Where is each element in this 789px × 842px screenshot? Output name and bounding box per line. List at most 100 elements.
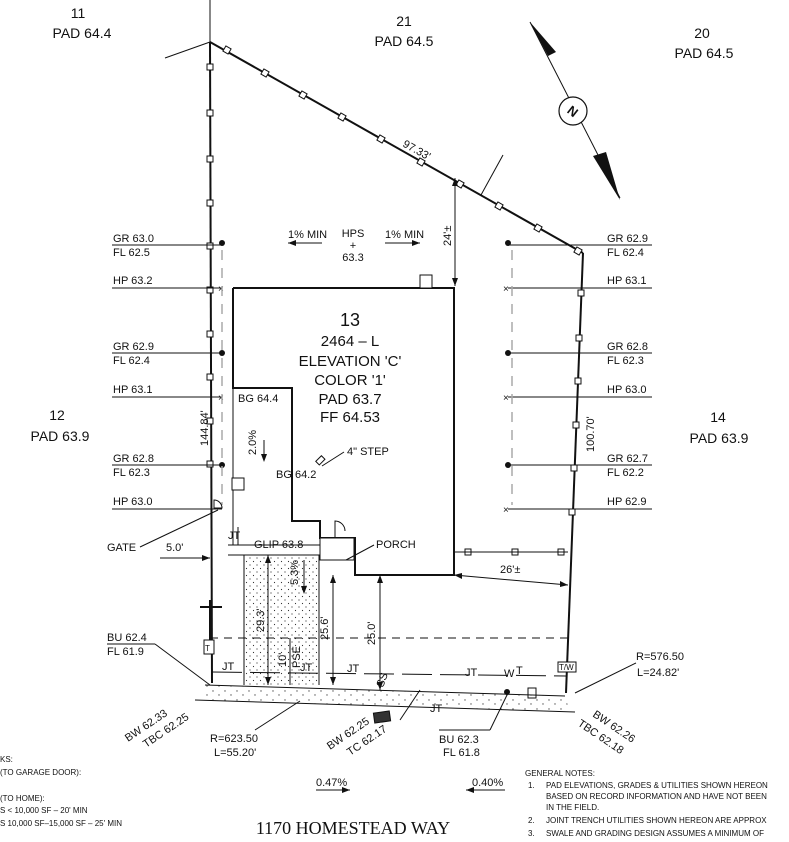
garage-depth: 25.0': [366, 621, 378, 645]
bg-high: BG 64.4: [238, 393, 278, 405]
lot-20-number: 20: [694, 25, 710, 41]
jt-label: JT: [228, 530, 241, 542]
svg-text:×: ×: [218, 393, 224, 404]
svg-text:IN THE FIELD.: IN THE FIELD.: [546, 803, 599, 812]
utility-box-right-label: T/W: [559, 663, 574, 672]
right-hp-2: HP 63.0: [607, 384, 647, 396]
left-gr-1: GR 63.0: [113, 233, 154, 245]
lot-11-pad: PAD 64.4: [53, 25, 112, 41]
curve-left-radius: R=623.50: [210, 733, 258, 745]
fl-mid: FL 61.8: [443, 747, 480, 759]
dim-right-property-line: 100.70': [585, 416, 597, 452]
lot-14-pad: PAD 63.9: [690, 430, 749, 446]
left-fl-3: FL 62.3: [113, 467, 150, 479]
side-setback-dim: 26'±: [500, 564, 520, 576]
left-fl-2: FL 62.4: [113, 355, 150, 367]
gate-swing: [213, 499, 223, 509]
utility-box-right: [557, 661, 577, 673]
house-pad: PAD 63.7: [318, 391, 381, 408]
right-fl-3: FL 62.2: [607, 467, 644, 479]
right-fl-1: FL 62.4: [607, 247, 644, 259]
street-slope-right: 0.40%: [472, 777, 503, 789]
right-hp-3: HP 62.9: [607, 496, 647, 508]
svg-text:(TO GARAGE DOOR):: (TO GARAGE DOOR):: [0, 768, 81, 777]
right-fl-2: FL 62.3: [607, 355, 644, 367]
chimney-box: [419, 274, 433, 289]
svg-text:3.: 3.: [528, 829, 535, 838]
svg-text:KS:: KS:: [0, 755, 13, 764]
svg-text:S 10,000 SF–15,000 SF – 25' MI: S 10,000 SF–15,000 SF – 25' MIN: [0, 819, 122, 828]
street-slope-left: 0.47%: [316, 777, 347, 789]
lot-12-number: 12: [49, 407, 65, 423]
fence-markers: [206, 45, 585, 556]
curve-right-radius: R=576.50: [636, 651, 684, 663]
north-arrow-tail: [593, 152, 620, 200]
lot-11-number: 11: [71, 5, 86, 21]
sewer-label: SS: [375, 671, 391, 689]
porch-depth: 25.6': [319, 616, 331, 640]
side-gate-box: [231, 477, 245, 491]
lot-20-pad: PAD 64.5: [675, 45, 734, 61]
left-grade-callouts: GR 63.0 FL 62.5 HP 63.2 GR 62.9 FL 62.4 …: [112, 233, 225, 510]
right-gr-2: GR 62.8: [607, 341, 648, 353]
left-hp-3: HP 63.0: [113, 496, 153, 508]
porch-label: PORCH: [376, 539, 416, 551]
bg-low: BG 64.2: [276, 469, 316, 481]
drainage-min-left: 1% MIN: [288, 229, 327, 241]
gate-label: GATE: [107, 542, 136, 554]
svg-text:GENERAL NOTES:: GENERAL NOTES:: [525, 769, 595, 778]
side-yard-dim: 29.3': [255, 608, 267, 632]
elevation: ELEVATION 'C': [299, 353, 402, 370]
svg-text:W: W: [504, 668, 515, 680]
svg-text:T: T: [516, 665, 523, 677]
lot-14-number: 14: [710, 409, 726, 425]
catch-basin: [372, 710, 392, 724]
lot-12-pad: PAD 63.9: [31, 428, 90, 444]
joint-trench-line: [211, 671, 567, 677]
lot-21-pad: PAD 64.5: [375, 33, 434, 49]
side-yard-hatch: [244, 555, 319, 685]
svg-text:S < 10,000 SF – 20' MIN: S < 10,000 SF – 20' MIN: [0, 806, 88, 815]
north-arrow: N: [529, 21, 621, 200]
curve-left-length: L=55.20': [214, 747, 256, 759]
fl-left: FL 61.9: [107, 646, 144, 658]
lot-line-lot21-20: [480, 154, 504, 196]
left-gr-2: GR 62.9: [113, 341, 154, 353]
drainage-min-right: 1% MIN: [385, 229, 424, 241]
north-arrow-head: [530, 22, 556, 56]
right-hp-1: HP 63.1: [607, 275, 647, 287]
hps-value: 63.3: [342, 252, 363, 264]
right-gr-1: GR 62.9: [607, 233, 648, 245]
pse-label: PSE: [291, 646, 303, 668]
pse-width: 10': [277, 653, 289, 667]
general-notes: GENERAL NOTES: 1. PAD ELEVATIONS, GRADES…: [525, 769, 768, 838]
dim-left-property-line: 144.84': [199, 410, 211, 446]
left-hp-2: HP 63.1: [113, 384, 153, 396]
hps-plus: +: [350, 240, 356, 252]
bu-left: BU 62.4: [107, 632, 147, 644]
svg-text:×: ×: [503, 284, 509, 295]
glip-label: GLIP 63.8: [254, 539, 303, 551]
gate-offset: 5.0': [166, 542, 183, 554]
svg-text:2.: 2.: [528, 816, 535, 825]
property-line-left: [209, 41, 213, 684]
svg-text:JT: JT: [222, 661, 235, 673]
svg-text:JT: JT: [347, 663, 360, 675]
svg-text:1.: 1.: [528, 781, 535, 790]
property-lines: [164, 0, 585, 694]
step-label: 4" STEP: [347, 446, 389, 458]
property-line-top: [209, 41, 584, 254]
dim-rear-setback: 24'±: [442, 226, 454, 246]
porch-box: [319, 537, 355, 561]
svg-text:SWALE AND GRADING DESIGN ASSUM: SWALE AND GRADING DESIGN ASSUMES A MINIM…: [546, 829, 764, 838]
right-gr-3: GR 62.7: [607, 453, 648, 465]
lot-line-lot11: [164, 41, 211, 59]
left-fl-1: FL 62.5: [113, 247, 150, 259]
street-address: 1170 HOMESTEAD WAY: [256, 818, 450, 838]
svg-text:×: ×: [503, 393, 509, 404]
curve-right-length: L=24.82': [637, 667, 679, 679]
svg-text:JT: JT: [300, 662, 313, 674]
slope-pad: 2.0%: [247, 430, 259, 455]
